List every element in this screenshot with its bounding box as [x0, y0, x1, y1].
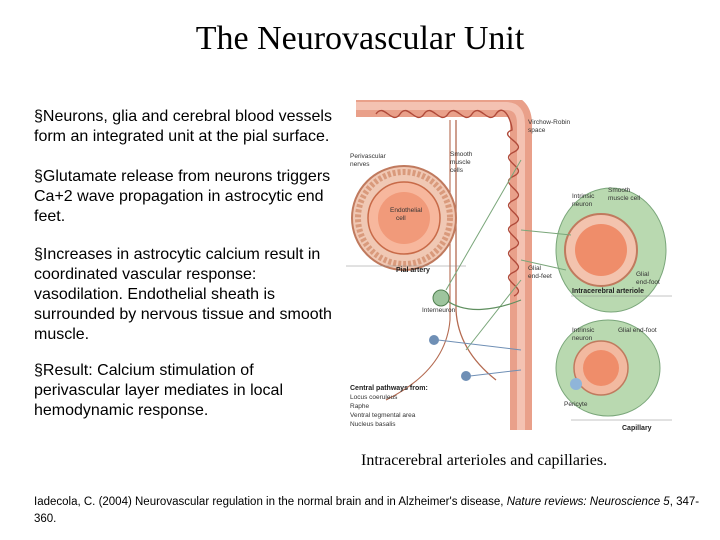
label-glial-end-feet: Glial: [528, 265, 542, 272]
label-intrinsic-neuron-capillary: Intrinsic: [572, 327, 595, 334]
label-virchow: Virchow-Robin: [528, 119, 571, 126]
label-glial-end-foot: end-foot: [636, 279, 660, 286]
neuron-axon: [437, 339, 522, 377]
bullet-list: §Neurons, glia and cerebral blood vessel…: [34, 107, 334, 441]
label-raphe: Raphe: [350, 403, 370, 410]
perivascular-nerve-coil: [375, 109, 520, 297]
label-virchow: space: [528, 127, 546, 134]
neuron-process: [445, 159, 522, 291]
label-intrinsic-neuron: neuron: [572, 201, 593, 208]
bullet-item: §Increases in astrocytic calcium result …: [34, 246, 332, 343]
label-glial-end-feet: end-feet: [528, 273, 552, 280]
label-glial-end-foot: Glial: [636, 271, 650, 278]
neuron-process: [520, 229, 572, 271]
citation-prefix: Iadecola, C. (2004) Neurovascular regula…: [34, 496, 507, 508]
pericyte-cell: [570, 378, 582, 390]
bullet-item: §Glutamate release from neurons triggers…: [34, 168, 331, 225]
neuron-process: [465, 279, 522, 351]
label-intrinsic-neuron-capillary: neuron: [572, 335, 593, 342]
label-smooth-muscle: Smooth: [450, 151, 473, 158]
neuron-cell: [461, 371, 471, 381]
arteriole-lumen: [575, 224, 627, 276]
label-smooth-muscle-cell: Smooth: [608, 187, 631, 194]
vessel-lumen: [356, 102, 525, 430]
bullet-item: §Neurons, glia and cerebral blood vessel…: [34, 108, 332, 145]
slide-title: The Neurovascular Unit: [195, 20, 525, 57]
neuron-cell: [429, 335, 439, 345]
label-intrinsic-neuron: Intrinsic: [572, 193, 595, 200]
label-pericyte: Pericyte: [564, 401, 588, 408]
neurovascular-diagram: Virchow-Robin space Perivascular nerves …: [346, 95, 672, 432]
citation-journal: Nature reviews: Neuroscience 5: [506, 496, 670, 508]
label-smooth-muscle: muscle: [450, 159, 471, 166]
label-interneuron: Interneuron: [422, 307, 456, 314]
citation: Iadecola, C. (2004) Neurovascular regula…: [34, 494, 704, 528]
smooth-muscle-ring: [355, 169, 453, 267]
nerve-fibre: [385, 120, 451, 401]
label-nucleus-basalis: Nucleus basalis: [350, 421, 396, 428]
capillary-lumen: [583, 350, 619, 386]
label-locus-coeruleus: Locus coeruleus: [350, 394, 398, 401]
label-smooth-muscle-cell: muscle cell: [608, 195, 641, 202]
interneuron-cell: [432, 289, 450, 307]
label-pial-artery: Pial artery: [396, 267, 430, 274]
label-intracerebral-arteriole: Intracerebral arteriole: [572, 288, 644, 295]
label-capillary: Capillary: [622, 425, 652, 432]
label-central-pathways: Central pathways from:: [350, 385, 428, 392]
nerve-fibre: [455, 120, 497, 381]
neurovascular-figure: Virchow-Robin space Perivascular nerves …: [346, 95, 672, 438]
label-endothelial: cell: [396, 215, 406, 222]
label-glial-end-foot-capillary: Glial end-foot: [618, 327, 657, 334]
citation-suffix: , 347-360.: [34, 496, 700, 525]
bullet-item: §Result: Calcium stimulation of perivasc…: [34, 362, 283, 419]
artery-lumen: [378, 192, 430, 244]
figure-caption: Intracerebral arterioles and capillaries…: [361, 452, 608, 469]
label-perivascular: nerves: [350, 161, 370, 168]
label-smooth-muscle: cells: [450, 167, 464, 174]
label-ventral-tegmental: Ventral tegmental area: [350, 412, 416, 419]
label-perivascular: Perivascular: [350, 153, 387, 160]
label-endothelial: Endothelial: [390, 207, 423, 214]
interneuron-axon: [445, 299, 522, 310]
